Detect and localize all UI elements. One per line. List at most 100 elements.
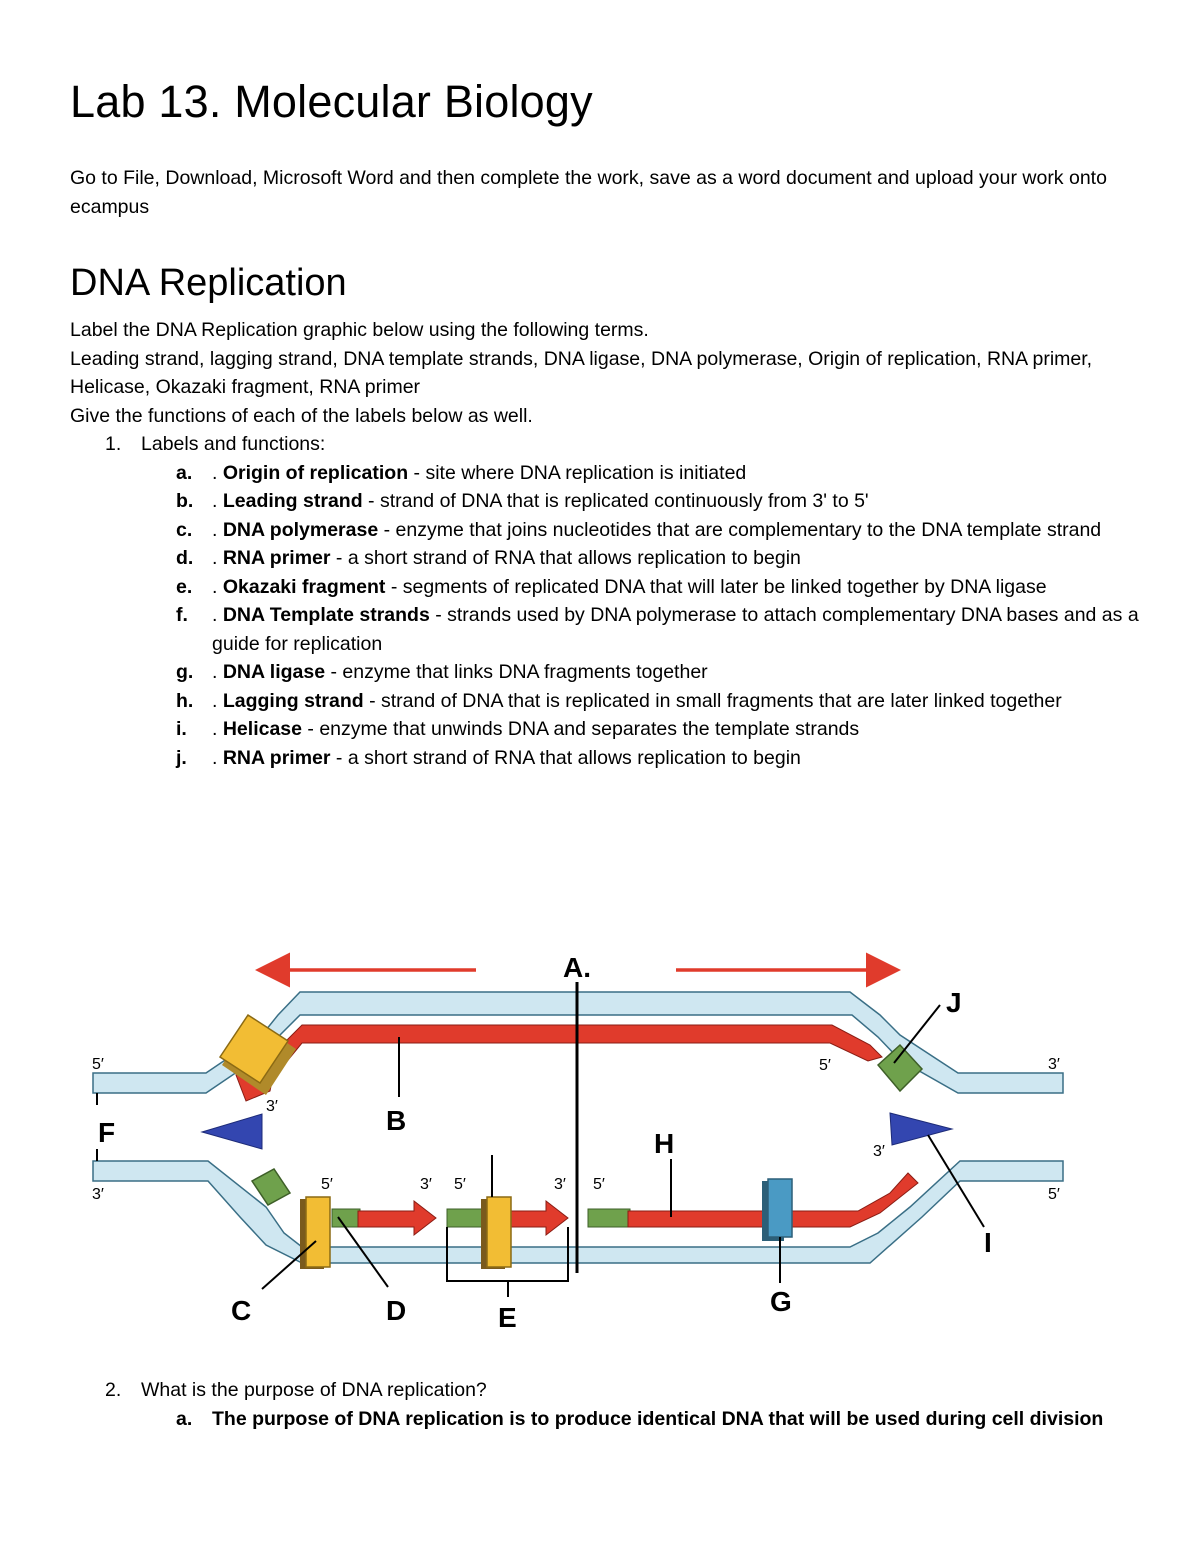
- list-item: e. . Okazaki fragment - segments of repl…: [70, 573, 1140, 602]
- list-letter: b.: [176, 490, 194, 512]
- label-d: D: [386, 1295, 406, 1326]
- item-term: RNA primer: [222, 547, 331, 569]
- dna-replication-diagram: A. B C D E F G H I J 5′ 3′ 3′ 5′ 5′ 3′ 5…: [92, 952, 1064, 1333]
- label-b: B: [386, 1105, 406, 1136]
- list-item: h. . Lagging strand - strand of DNA that…: [70, 687, 1140, 716]
- item-term: DNA Template strands: [222, 604, 430, 626]
- list-letter: i.: [176, 718, 187, 740]
- label-g: G: [770, 1286, 792, 1317]
- question-2: 2. What is the purpose of DNA replicatio…: [70, 1376, 1140, 1433]
- helicase-right: [889, 1112, 954, 1146]
- item-term: Okazaki fragment: [222, 575, 386, 598]
- label-e: E: [498, 1302, 517, 1333]
- list-letter: e.: [176, 575, 193, 598]
- item-description: - enzyme that links DNA fragments togeth…: [325, 661, 708, 683]
- item-description: - site where DNA replication is initiate…: [408, 461, 747, 484]
- item-description: - strand of DNA that is replicated in sm…: [363, 689, 1062, 712]
- leading-strand: [279, 1024, 883, 1067]
- helicase-left: [200, 1113, 263, 1150]
- end-label: 3′: [554, 1176, 566, 1193]
- item-prefix: .: [212, 518, 223, 541]
- list-item: b. . Leading strand - strand of DNA that…: [70, 487, 1140, 516]
- okazaki-fragment-3: [627, 1172, 919, 1228]
- template-strand-bottom: [92, 1160, 1064, 1264]
- label-j: J: [946, 987, 962, 1018]
- list-item: j. . RNA primer - a short strand of RNA …: [70, 744, 1140, 773]
- pointer-j: [893, 1004, 941, 1064]
- list-item: d. . RNA primer - a short strand of RNA …: [70, 544, 1140, 573]
- list-item: i. . Helicase - enzyme that unwinds DNA …: [70, 715, 1140, 744]
- question-1: 1. Labels and functions: a. . Origin of …: [70, 430, 1140, 772]
- item-description: - enzyme that joins nucleotides that are…: [378, 518, 1102, 541]
- label-a: A.: [563, 952, 591, 983]
- list-number: 2.: [105, 1379, 122, 1401]
- end-label: 5′: [454, 1176, 466, 1193]
- list-letter: j.: [176, 746, 187, 769]
- rna-primer-lagging-1: [331, 1208, 361, 1228]
- item-prefix: .: [212, 575, 223, 598]
- question-text: Labels and functions:: [141, 433, 326, 455]
- list-item: g. . DNA ligase - enzyme that links DNA …: [70, 658, 1140, 687]
- item-prefix: .: [212, 604, 223, 626]
- end-label: 5′: [92, 1056, 104, 1073]
- end-label: 3′: [266, 1098, 278, 1115]
- dna-polymerase-e: [486, 1196, 512, 1268]
- item-description: - strands used by DNA polymerase to atta…: [212, 604, 1139, 655]
- list-letter: a.: [176, 1407, 193, 1430]
- item-prefix: .: [212, 461, 223, 484]
- item-term: DNA ligase: [222, 661, 326, 683]
- rna-primer-loose: [250, 1168, 292, 1206]
- item-description: - a short strand of RNA that allows repl…: [330, 547, 801, 569]
- label-f: F: [98, 1117, 115, 1148]
- instructions: Label the DNA Replication graphic below …: [70, 316, 1140, 430]
- list-letter: f.: [176, 604, 188, 626]
- question-2-heading: 2. What is the purpose of DNA replicatio…: [70, 1376, 1140, 1405]
- list-item: f. . DNA Template strands - strands used…: [70, 601, 1140, 658]
- question-1-heading: 1. Labels and functions:: [70, 430, 1140, 459]
- item-prefix: .: [212, 718, 223, 740]
- end-label: 3′: [92, 1186, 104, 1203]
- answer-text: The purpose of DNA replication is to pro…: [212, 1407, 1104, 1430]
- pointer-c: [261, 1240, 317, 1290]
- label-c: C: [231, 1295, 251, 1326]
- instruction-line: Label the DNA Replication graphic below …: [70, 319, 649, 341]
- list-letter: c.: [176, 518, 193, 541]
- item-prefix: .: [212, 547, 223, 569]
- item-term: RNA primer: [222, 746, 331, 769]
- list-number: 1.: [105, 433, 122, 455]
- instruction-line: Leading strand, lagging strand, DNA temp…: [70, 347, 1093, 399]
- label-i: I: [984, 1227, 992, 1258]
- rna-primer-top: [876, 1043, 924, 1093]
- dna-polymerase-c: [305, 1196, 331, 1268]
- list-item: a. . Origin of replication - site where …: [70, 459, 1140, 488]
- pointer-d: [337, 1216, 389, 1288]
- item-term: DNA polymerase: [222, 518, 379, 541]
- end-label: 3′: [1048, 1056, 1060, 1073]
- label-h: H: [654, 1128, 674, 1159]
- okazaki-fragment-1: [357, 1199, 437, 1237]
- list-letter: h.: [176, 689, 194, 712]
- item-prefix: .: [212, 746, 223, 769]
- list-item: a. The purpose of DNA replication is to …: [70, 1405, 1140, 1434]
- item-prefix: .: [212, 490, 223, 512]
- instruction-line: Give the functions of each of the labels…: [70, 404, 533, 427]
- end-label: 5′: [819, 1057, 831, 1074]
- item-term: Helicase: [222, 718, 302, 740]
- end-label: 5′: [593, 1176, 605, 1193]
- pointer-i: [927, 1134, 985, 1228]
- intro-paragraph: Go to File, Download, Microsoft Word and…: [70, 167, 1107, 218]
- end-label: 3′: [420, 1176, 432, 1193]
- item-description: - enzyme that unwinds DNA and separates …: [302, 718, 860, 740]
- item-term: Origin of replication: [222, 461, 409, 484]
- item-description: - segments of replicated DNA that will l…: [385, 575, 1047, 598]
- list-letter: d.: [176, 547, 194, 569]
- item-prefix: .: [212, 661, 223, 683]
- item-term: Lagging strand: [222, 689, 364, 712]
- list-letter: g.: [176, 661, 194, 683]
- end-label: 5′: [1048, 1186, 1060, 1203]
- question-text: What is the purpose of DNA replication?: [141, 1379, 487, 1401]
- dna-ligase: [767, 1178, 793, 1238]
- list-item: c. . DNA polymerase - enzyme that joins …: [70, 516, 1140, 545]
- item-prefix: .: [212, 689, 223, 712]
